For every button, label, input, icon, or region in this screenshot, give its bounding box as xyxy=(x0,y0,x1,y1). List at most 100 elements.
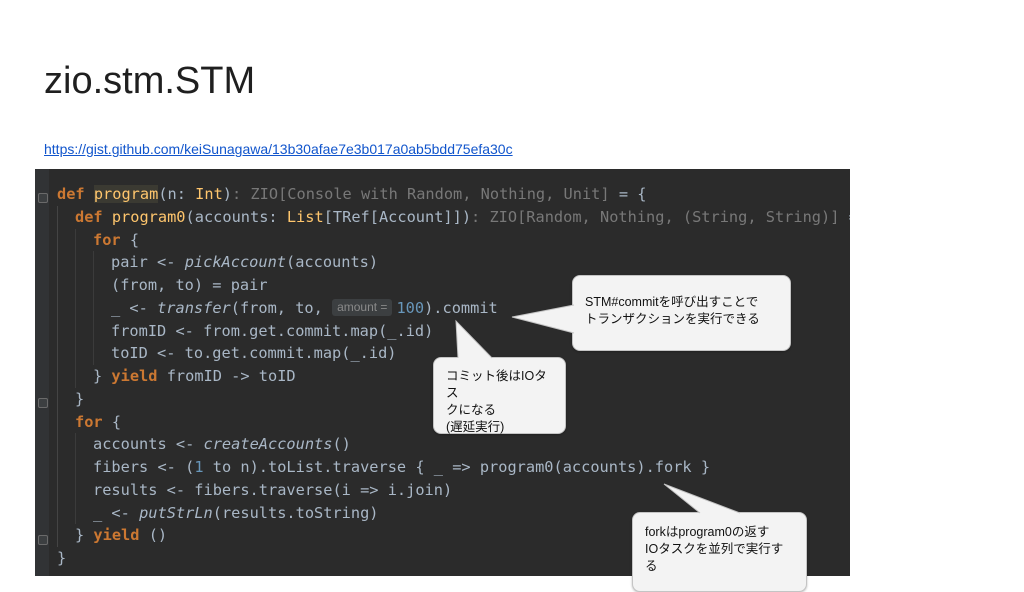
editor-gutter xyxy=(35,169,49,576)
code-line: } yield () xyxy=(57,524,850,547)
indent-guide xyxy=(57,456,75,479)
indent-guide xyxy=(57,478,75,502)
code-token: yield xyxy=(93,526,140,545)
code-token: accounts <- xyxy=(93,435,204,454)
code-token: _ <- xyxy=(111,298,158,317)
code-token: [TRef[Account]]) xyxy=(323,207,472,226)
code-token: (n: xyxy=(158,185,196,203)
code-token: (accounts: xyxy=(185,207,287,226)
indent-guide xyxy=(57,296,75,320)
code-token: putStrLn xyxy=(139,503,213,522)
code-token: } xyxy=(75,389,85,408)
code-line: def program(n: Int): ZIO[Console with Ra… xyxy=(57,183,850,206)
code-token: fromID -> toID xyxy=(157,367,296,385)
indent-guide xyxy=(57,433,75,456)
indent-guide xyxy=(57,228,75,252)
code-token: toID <- to.get.commit.map(_.id) xyxy=(111,344,397,363)
code-token: (accounts) xyxy=(286,253,379,272)
indent-guide xyxy=(57,501,75,525)
indent-guide xyxy=(57,342,75,365)
code-line: _ <- transfer(from, to, amount =100).com… xyxy=(57,296,850,320)
code-token: 1 xyxy=(194,458,204,476)
indent-guide xyxy=(75,433,93,456)
indent-guide xyxy=(75,365,93,388)
callout-io-task-text: コミット後はIOタス クになる (遅延実行) xyxy=(446,369,547,434)
code-token: = { xyxy=(839,208,850,226)
indent-guide xyxy=(57,251,75,274)
indent-guide xyxy=(75,274,93,297)
code-line: fibers <- (1 to n).toList.traverse { _ =… xyxy=(57,456,850,479)
indent-guide xyxy=(57,410,75,434)
code-token: def xyxy=(75,207,112,226)
fold-marker-icon[interactable] xyxy=(38,193,48,203)
indent-guide xyxy=(75,501,93,525)
code-token: program0 xyxy=(111,207,186,226)
code-token: { xyxy=(102,412,122,431)
code-token: for xyxy=(93,230,121,249)
indent-guide xyxy=(57,274,75,297)
code-line: } xyxy=(57,547,850,570)
indent-guide xyxy=(57,205,75,229)
indent-guide xyxy=(57,387,75,411)
code-token: results <- fibers.traverse(i => i.join) xyxy=(93,480,453,499)
code-line: } xyxy=(57,387,850,411)
parameter-name-hint: amount = xyxy=(332,298,393,316)
code-editor-panel: def program(n: Int): ZIO[Console with Ra… xyxy=(35,169,850,576)
code-token: ).commit xyxy=(424,298,498,317)
code-token: () xyxy=(139,526,168,545)
code-token: ) xyxy=(222,185,233,203)
callout-commit-text: STM#commitを呼び出すことで トランザクションを実行できる xyxy=(585,295,760,326)
indent-guide xyxy=(93,296,111,320)
callout-commit: STM#commitを呼び出すことで トランザクションを実行できる xyxy=(572,275,791,351)
code-token: fromID <- from.get.commit.map(_.id) xyxy=(111,321,434,340)
fold-marker-icon[interactable] xyxy=(38,398,48,408)
code-token: (results.toString) xyxy=(212,503,379,522)
code-token: } xyxy=(57,549,67,567)
code-token: { xyxy=(120,230,140,249)
code-token: = { xyxy=(609,185,647,203)
code-token: def xyxy=(57,185,94,203)
code-token: to n).toList.traverse { _ => program0(ac… xyxy=(203,458,711,476)
indent-guide xyxy=(75,478,93,502)
code-token: () xyxy=(332,435,351,454)
code-token: pair <- xyxy=(111,253,185,272)
gist-link[interactable]: https://gist.github.com/keiSunagawa/13b3… xyxy=(44,141,513,157)
indent-guide xyxy=(75,319,93,343)
type-hint: : ZIO[Random, Nothing, (String, String)] xyxy=(471,207,840,226)
code-line: (from, to) = pair xyxy=(57,274,850,297)
code-line: toID <- to.get.commit.map(_.id) xyxy=(57,342,850,365)
code-line: accounts <- createAccounts() xyxy=(57,433,850,456)
code-token: for xyxy=(75,412,103,431)
callout-io-task: コミット後はIOタス クになる (遅延実行) xyxy=(433,357,566,434)
code-token: List xyxy=(286,207,324,226)
code-line: results <- fibers.traverse(i => i.join) xyxy=(57,478,850,502)
code-line: fromID <- from.get.commit.map(_.id) xyxy=(57,319,850,343)
indent-guide xyxy=(75,228,93,252)
indent-guide xyxy=(75,296,93,320)
code-token: transfer xyxy=(157,298,231,317)
indent-guide xyxy=(93,319,111,343)
indent-guide xyxy=(93,251,111,274)
code-token: (from, to, xyxy=(230,298,333,317)
code-token: } xyxy=(93,367,112,385)
code-line: _ <- putStrLn(results.toString) xyxy=(57,501,850,525)
indent-guide xyxy=(75,251,93,274)
type-hint: : ZIO[Console with Random, Nothing, Unit… xyxy=(232,185,610,203)
slide-title: zio.stm.STM xyxy=(44,60,256,102)
code-token: fibers <- ( xyxy=(93,458,195,476)
code-token: pickAccount xyxy=(184,253,286,272)
indent-guide xyxy=(57,365,75,388)
code-line: pair <- pickAccount(accounts) xyxy=(57,251,850,274)
code-block: def program(n: Int): ZIO[Console with Ra… xyxy=(57,183,850,570)
indent-guide xyxy=(93,342,111,365)
code-line: for { xyxy=(57,228,850,252)
code-token: (from, to) = pair xyxy=(111,276,268,294)
indent-guide xyxy=(57,319,75,343)
indent-guide xyxy=(57,524,75,547)
code-line: for { xyxy=(57,410,850,434)
code-token: program xyxy=(93,185,159,203)
fold-marker-icon[interactable] xyxy=(38,535,48,545)
code-token: yield xyxy=(111,367,158,385)
callout-fork: forkはprogram0の返す IOタスクを並列で実行す る xyxy=(632,512,807,592)
code-token: Int xyxy=(195,185,223,203)
